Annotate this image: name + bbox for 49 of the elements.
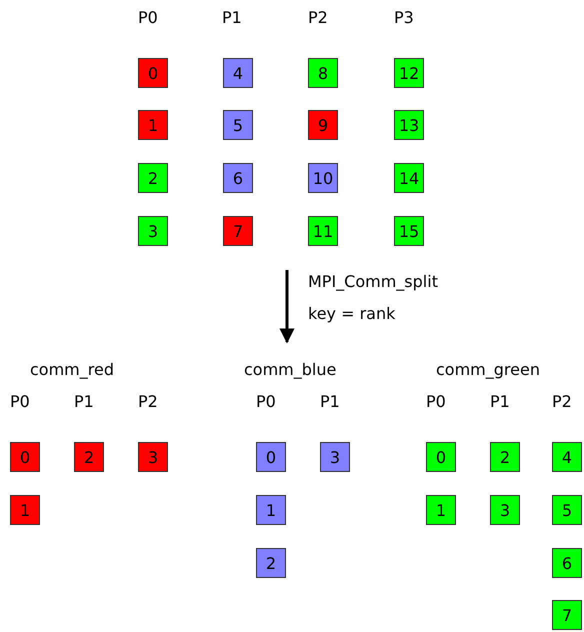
column-header: P1 (222, 8, 242, 27)
rank-square: 15 (394, 216, 424, 246)
rank-square: 2 (138, 163, 168, 193)
rank-square: 2 (74, 442, 104, 472)
rank-square: 0 (138, 58, 168, 88)
rank-square: 1 (256, 495, 286, 525)
key-note: key = rank (308, 304, 396, 323)
rank-square: 3 (138, 216, 168, 246)
rank-square: 7 (552, 600, 582, 630)
rank-square: 3 (138, 442, 168, 472)
rank-square: 3 (490, 495, 520, 525)
rank-square: 4 (552, 442, 582, 472)
column-header: P0 (426, 392, 446, 411)
group-title: comm_green (436, 360, 540, 379)
rank-square: 6 (552, 548, 582, 578)
function-name: MPI_Comm_split (308, 272, 438, 291)
rank-square: 13 (394, 110, 424, 140)
rank-square: 6 (223, 163, 253, 193)
column-header: P2 (308, 8, 328, 27)
rank-square: 0 (10, 442, 40, 472)
rank-square: 5 (552, 495, 582, 525)
group-title: comm_red (30, 360, 114, 379)
column-header: P0 (10, 392, 30, 411)
rank-square: 4 (223, 58, 253, 88)
column-header: P3 (394, 8, 414, 27)
column-header: P1 (320, 392, 340, 411)
column-header: P1 (74, 392, 94, 411)
rank-square: 5 (223, 110, 253, 140)
group-title: comm_blue (244, 360, 336, 379)
rank-square: 0 (256, 442, 286, 472)
rank-square: 8 (308, 58, 338, 88)
rank-square: 3 (320, 442, 350, 472)
rank-square: 10 (308, 163, 338, 193)
rank-square: 12 (394, 58, 424, 88)
rank-square: 2 (490, 442, 520, 472)
rank-square: 14 (394, 163, 424, 193)
rank-square: 1 (138, 110, 168, 140)
rank-square: 0 (426, 442, 456, 472)
column-header: P0 (138, 8, 158, 27)
rank-square: 1 (10, 495, 40, 525)
rank-square: 11 (308, 216, 338, 246)
rank-square: 2 (256, 548, 286, 578)
column-header: P2 (138, 392, 158, 411)
column-header: P0 (256, 392, 276, 411)
column-header: P2 (552, 392, 572, 411)
rank-square: 1 (426, 495, 456, 525)
rank-square: 9 (308, 110, 338, 140)
rank-square: 7 (223, 216, 253, 246)
column-header: P1 (490, 392, 510, 411)
